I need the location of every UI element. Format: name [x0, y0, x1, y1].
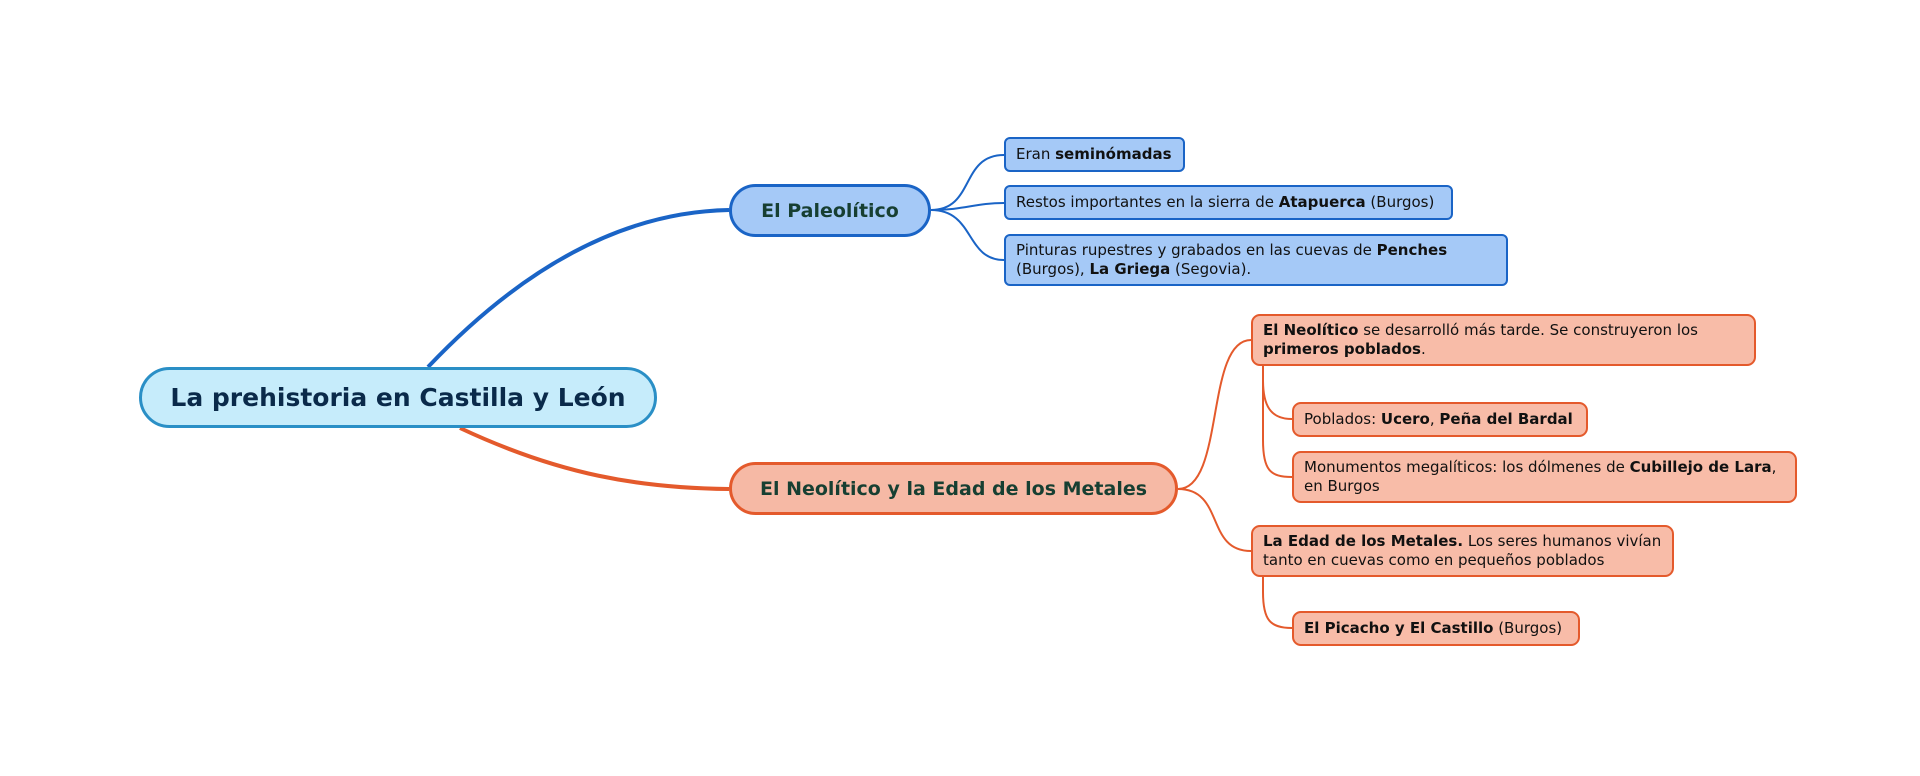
- text: Poblados:: [1304, 410, 1381, 428]
- text-line: Monumentos megalíticos: los dólmenes de …: [1304, 458, 1785, 477]
- text: Eran: [1016, 145, 1056, 163]
- central-topic-label: La prehistoria en Castilla y León: [170, 383, 626, 412]
- text: se desarrolló más tarde. Se construyeron…: [1358, 321, 1698, 339]
- text-line: Eran seminómadas: [1016, 145, 1173, 164]
- metales-subitem[interactable]: El Picacho y El Castillo (Burgos): [1292, 611, 1580, 646]
- bold-text: Cubillejo de Lara: [1629, 458, 1772, 476]
- text: ,: [1429, 410, 1440, 428]
- text: (Burgos): [1365, 193, 1435, 211]
- connector-paleolitico-item-2: [930, 202, 1005, 211]
- connector-neolitico-subitem-1: [1262, 366, 1293, 420]
- text-line: tanto en cuevas como en pequeños poblado…: [1263, 551, 1662, 570]
- bold-text: primeros poblados: [1263, 340, 1421, 358]
- branch-neolitico-metales[interactable]: El Neolítico y la Edad de los Metales: [729, 462, 1178, 515]
- text: (Segovia).: [1170, 260, 1252, 278]
- text-line: Pinturas rupestres y grabados en las cue…: [1016, 241, 1496, 260]
- text-line: en Burgos: [1304, 477, 1785, 496]
- connector-metales-item: [1177, 488, 1252, 552]
- bold-text: Ucero: [1380, 410, 1430, 428]
- bold-text: Penches: [1376, 241, 1448, 259]
- connector-neolitico-item: [1177, 339, 1252, 490]
- text-line: Restos importantes en la sierra de Atapu…: [1016, 193, 1441, 212]
- connector-metales-subitem-1: [1262, 577, 1293, 629]
- connector-central-paleolitico: [426, 208, 730, 369]
- neolitico-subitem[interactable]: Monumentos megalíticos: los dólmenes de …: [1292, 451, 1797, 503]
- paleolitico-item[interactable]: Restos importantes en la sierra de Atapu…: [1004, 185, 1453, 220]
- text: Monumentos megalíticos: los dólmenes de: [1304, 458, 1630, 476]
- bold-text: Atapuerca: [1278, 193, 1366, 211]
- text-line: El Picacho y El Castillo (Burgos): [1304, 619, 1568, 638]
- text-line: primeros poblados.: [1263, 340, 1744, 359]
- text-line: (Burgos), La Griega (Segovia).: [1016, 260, 1496, 279]
- bold-text: La Griega: [1089, 260, 1171, 278]
- text: ,: [1771, 458, 1777, 476]
- bold-text: seminómadas: [1055, 145, 1172, 163]
- connector-paleolitico-item-3: [930, 209, 1005, 261]
- text-line: El Neolítico se desarrolló más tarde. Se…: [1263, 321, 1744, 340]
- connector-neolitico-subitem-2: [1262, 366, 1293, 478]
- connector-central-neolitico: [459, 426, 730, 491]
- text: Los seres humanos vivían: [1463, 532, 1662, 550]
- bold-text: El Picacho y El Castillo: [1304, 619, 1494, 637]
- text: en Burgos: [1304, 477, 1380, 495]
- central-topic[interactable]: La prehistoria en Castilla y León: [139, 367, 657, 428]
- branch-paleolitico-label: El Paleolítico: [761, 199, 899, 222]
- branch-paleolitico[interactable]: El Paleolítico: [729, 184, 931, 237]
- bold-text: La Edad de los Metales.: [1263, 532, 1464, 550]
- paleolitico-item[interactable]: Pinturas rupestres y grabados en las cue…: [1004, 234, 1508, 286]
- text: Restos importantes en la sierra de: [1016, 193, 1279, 211]
- connector-paleolitico-item-1: [930, 154, 1005, 211]
- text: Pinturas rupestres y grabados en las cue…: [1016, 241, 1377, 259]
- text: (Burgos),: [1016, 260, 1090, 278]
- bold-text: Peña del Bardal: [1439, 410, 1573, 428]
- branch-neolitico-metales-label: El Neolítico y la Edad de los Metales: [759, 477, 1148, 500]
- text: (Burgos): [1493, 619, 1563, 637]
- neolitico-subitem[interactable]: Poblados: Ucero, Peña del Bardal: [1292, 402, 1588, 437]
- text-line: La Edad de los Metales. Los seres humano…: [1263, 532, 1662, 551]
- text-line: Poblados: Ucero, Peña del Bardal: [1304, 410, 1576, 429]
- paleolitico-item[interactable]: Eran seminómadas: [1004, 137, 1185, 172]
- text: .: [1420, 340, 1426, 358]
- neolitico-item[interactable]: El Neolítico se desarrolló más tarde. Se…: [1251, 314, 1756, 366]
- metales-item[interactable]: La Edad de los Metales. Los seres humano…: [1251, 525, 1674, 577]
- bold-text: El Neolítico: [1263, 321, 1359, 339]
- text: tanto en cuevas como en pequeños poblado…: [1263, 551, 1605, 569]
